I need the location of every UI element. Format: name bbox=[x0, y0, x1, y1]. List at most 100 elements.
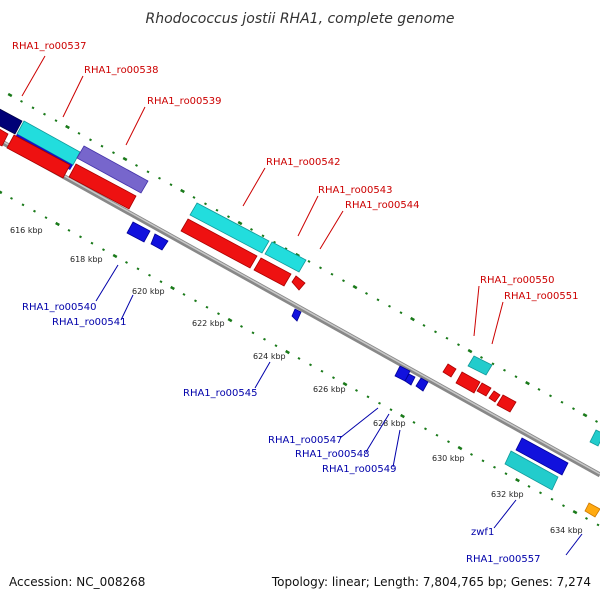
gene-arrow-ro00540[interactable] bbox=[126, 221, 151, 243]
minor-tick bbox=[192, 196, 196, 199]
minor-tick bbox=[67, 229, 71, 232]
gene-label-ro00541[interactable]: RHA1_ro00541 bbox=[52, 317, 127, 328]
minor-tick bbox=[550, 497, 554, 501]
gene-box-ro00537[interactable] bbox=[0, 107, 23, 135]
minor-tick bbox=[365, 292, 368, 295]
reverse-gene-labels: RHA1_ro00540 RHA1_ro00541 RHA1_ro00545 R… bbox=[22, 302, 541, 565]
gene-arrow-ro00537[interactable] bbox=[0, 127, 9, 147]
minor-tick bbox=[445, 336, 449, 340]
minor-tick bbox=[572, 407, 575, 411]
minor-tick bbox=[169, 183, 173, 187]
minor-tick bbox=[21, 203, 25, 207]
gene-label-ro00544[interactable]: RHA1_ro00544 bbox=[345, 200, 420, 211]
gene-arrow-ro00543[interactable] bbox=[253, 257, 292, 287]
minor-tick bbox=[422, 324, 426, 327]
minor-tick bbox=[342, 279, 345, 283]
minor-tick bbox=[273, 240, 276, 244]
minor-tick bbox=[182, 293, 186, 296]
minor-tick bbox=[284, 247, 288, 251]
minor-tick bbox=[320, 369, 324, 373]
gene-label-ro00539[interactable]: RHA1_ro00539 bbox=[147, 96, 222, 107]
minor-tick bbox=[261, 234, 265, 238]
gene-arrow-ro00542[interactable] bbox=[180, 218, 258, 269]
minor-tick bbox=[77, 132, 81, 135]
gene-arrow-ro00539[interactable] bbox=[68, 163, 137, 210]
minor-tick bbox=[215, 208, 219, 212]
major-tick bbox=[112, 253, 118, 259]
major-tick bbox=[410, 316, 415, 322]
gene-label-ro00540[interactable]: RHA1_ro00540 bbox=[22, 302, 97, 313]
gene-box-blue-632[interactable] bbox=[515, 437, 569, 476]
major-tick bbox=[180, 188, 185, 194]
major-tick bbox=[572, 509, 578, 515]
kbp-label: 632 kbp bbox=[491, 490, 524, 499]
gene-label-ro00547[interactable]: RHA1_ro00547 bbox=[268, 435, 343, 446]
gene-arrow-ro00550[interactable] bbox=[442, 363, 457, 378]
gene-label-ro00550[interactable]: RHA1_ro00550 bbox=[480, 275, 555, 286]
gene-box-ro00550[interactable] bbox=[467, 355, 493, 376]
gene-label-ro00548[interactable]: RHA1_ro00548 bbox=[295, 449, 370, 460]
gene-label-ro00542[interactable]: RHA1_ro00542 bbox=[266, 157, 341, 168]
gene-box-edge bbox=[589, 429, 600, 447]
minor-tick bbox=[434, 330, 437, 334]
minor-tick bbox=[457, 343, 460, 347]
minor-tick bbox=[503, 368, 506, 372]
gene-label-zwf1[interactable]: zwf1 bbox=[471, 527, 494, 538]
kbp-label: 628 kbp bbox=[373, 419, 406, 428]
gene-arrow-ro00548[interactable] bbox=[404, 373, 416, 386]
minor-tick bbox=[399, 311, 403, 315]
major-tick bbox=[467, 348, 473, 354]
major-tick bbox=[525, 380, 530, 386]
gene-label-ro00551[interactable]: RHA1_ro00551 bbox=[504, 291, 579, 302]
gene-arrow-ro00551[interactable] bbox=[455, 371, 481, 394]
forward-gene-labels: RHA1_ro00537 RHA1_ro00538 RHA1_ro00539 R… bbox=[12, 41, 579, 302]
gene-arrow-ro00551-b bbox=[476, 382, 492, 397]
gene-box-ro00539[interactable] bbox=[76, 145, 149, 194]
reverse-genes bbox=[126, 221, 600, 518]
minor-tick bbox=[504, 472, 508, 476]
gene-arrow-ro00541[interactable] bbox=[150, 233, 169, 251]
major-tick bbox=[342, 381, 348, 387]
gene-arrow-ro00544[interactable] bbox=[291, 275, 306, 291]
major-tick bbox=[122, 156, 128, 162]
minor-tick bbox=[125, 261, 128, 264]
kbp-label: 616 kbp bbox=[10, 226, 43, 235]
minor-tick bbox=[10, 197, 13, 200]
minor-tick bbox=[389, 408, 393, 412]
kbp-label: 634 kbp bbox=[550, 526, 583, 535]
gene-box-ro00557[interactable] bbox=[584, 502, 600, 518]
minor-tick bbox=[514, 375, 518, 379]
gene-label-ro00538[interactable]: RHA1_ro00538 bbox=[84, 65, 159, 76]
minor-tick bbox=[136, 267, 140, 271]
gene-label-ro00557[interactable]: RHA1_ro00557 bbox=[466, 554, 541, 565]
major-tick bbox=[7, 92, 13, 98]
minor-tick bbox=[205, 305, 209, 309]
gene-label-ro00549[interactable]: RHA1_ro00549 bbox=[322, 464, 397, 475]
major-tick bbox=[55, 221, 60, 227]
minor-tick bbox=[527, 485, 531, 488]
minor-tick bbox=[146, 170, 150, 174]
minor-tick bbox=[595, 420, 598, 423]
minor-tick bbox=[366, 395, 370, 399]
gene-arrow-ro00549[interactable] bbox=[415, 377, 429, 392]
minor-tick bbox=[539, 491, 542, 495]
gene-arrow-ro00545[interactable] bbox=[291, 308, 302, 322]
minor-tick bbox=[596, 523, 600, 527]
minor-tick bbox=[424, 427, 427, 431]
minor-tick bbox=[297, 357, 301, 360]
gene-box-ro00543[interactable] bbox=[264, 241, 307, 273]
gene-label-ro00543[interactable]: RHA1_ro00543 bbox=[318, 185, 393, 196]
gene-label-ro00545[interactable]: RHA1_ro00545 bbox=[183, 388, 258, 399]
gene-arrow-ro00538[interactable] bbox=[6, 134, 71, 179]
minor-tick bbox=[100, 144, 104, 148]
forward-strand-ticks bbox=[7, 92, 598, 423]
gene-label-ro00537[interactable]: RHA1_ro00537 bbox=[12, 41, 87, 52]
minor-tick bbox=[20, 100, 23, 103]
minor-tick bbox=[240, 325, 243, 328]
minor-tick bbox=[491, 362, 495, 366]
gene-box-zwf1[interactable] bbox=[504, 450, 559, 491]
gene-box-ro00542[interactable] bbox=[189, 202, 270, 254]
major-tick bbox=[400, 413, 405, 419]
minor-tick bbox=[89, 138, 92, 142]
major-tick bbox=[515, 477, 520, 483]
